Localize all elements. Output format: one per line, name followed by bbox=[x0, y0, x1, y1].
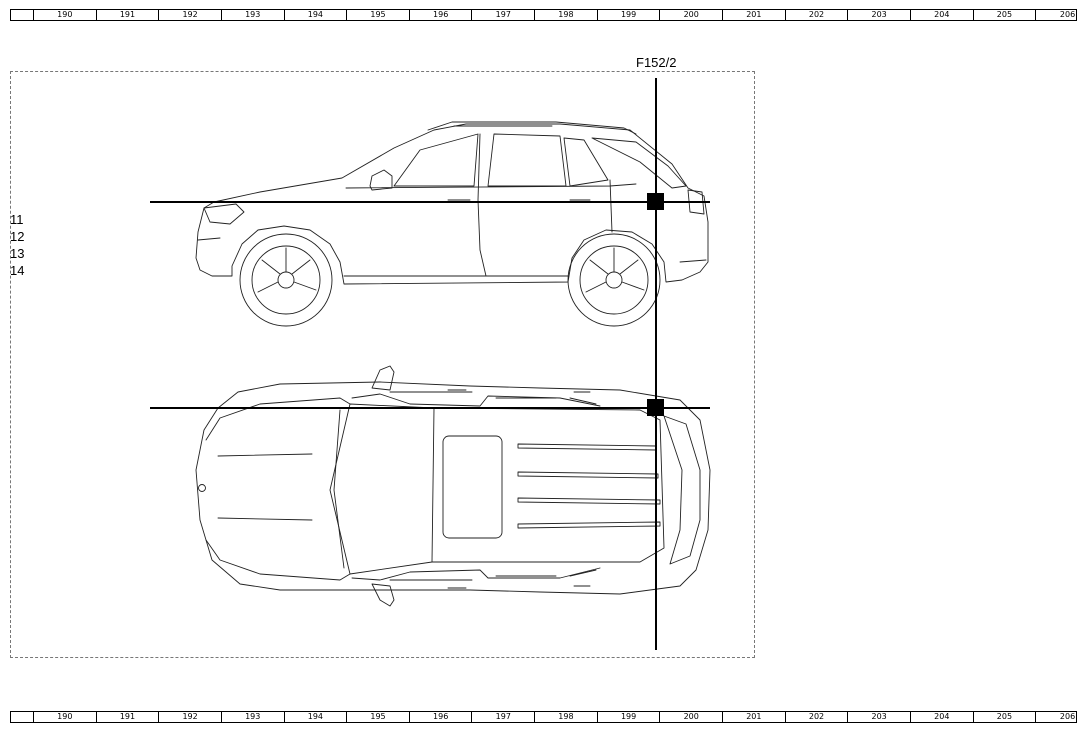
ruler-cell: 204 bbox=[911, 712, 974, 722]
legend-number: 13 bbox=[10, 246, 25, 261]
ruler-cell: 203 bbox=[848, 10, 911, 20]
ruler-cell: 197 bbox=[472, 10, 536, 20]
diagram-frame bbox=[10, 71, 755, 658]
ruler-cell: 195 bbox=[347, 712, 410, 722]
ruler-cell: 196 bbox=[410, 10, 473, 20]
ruler-lead-cell bbox=[11, 712, 34, 722]
ruler-cell: 199 bbox=[598, 712, 661, 722]
ruler-cell: 193 bbox=[222, 10, 285, 20]
component-label[interactable]: F152/2 bbox=[636, 55, 677, 70]
ruler-cell: 198 bbox=[535, 712, 598, 722]
ruler-cell: 200 bbox=[660, 712, 724, 722]
legend-number: 14 bbox=[10, 263, 25, 278]
ruler-cell: 197 bbox=[472, 712, 536, 722]
ruler-cell: 205 bbox=[974, 712, 1037, 722]
ruler-cell: 193 bbox=[222, 712, 285, 722]
ruler-cell: 198 bbox=[535, 10, 598, 20]
ruler-lead-cell bbox=[11, 10, 34, 20]
legend-numbers: 11 12 13 14 bbox=[10, 211, 24, 279]
bottom-grid-ruler: 190 191 192 193 194 195 196 197 198 199 … bbox=[10, 711, 1077, 723]
ruler-cell: 201 bbox=[723, 10, 786, 20]
legend-number: 11 bbox=[10, 212, 24, 227]
ruler-cell: 204 bbox=[911, 10, 974, 20]
ruler-cell: 201 bbox=[723, 712, 786, 722]
ruler-cell: 192 bbox=[159, 10, 222, 20]
vehicle-side-view bbox=[195, 121, 709, 327]
top-grid-ruler: 190 191 192 193 194 195 196 197 198 199 … bbox=[10, 9, 1077, 21]
ruler-cell: 194 bbox=[285, 712, 348, 722]
ruler-cell: 203 bbox=[848, 712, 911, 722]
ruler-cell: 191 bbox=[97, 10, 160, 20]
ruler-cell: 195 bbox=[347, 10, 410, 20]
ruler-cell: 191 bbox=[97, 712, 160, 722]
ruler-cell: 192 bbox=[159, 712, 222, 722]
vehicle-top-view bbox=[195, 365, 711, 607]
ruler-cell: 190 bbox=[34, 10, 97, 20]
ruler-cell: 200 bbox=[660, 10, 724, 20]
component-marker-top[interactable] bbox=[647, 399, 664, 416]
component-marker-side[interactable] bbox=[647, 193, 664, 210]
ruler-cell: 199 bbox=[598, 10, 661, 20]
ruler-cell: 202 bbox=[786, 10, 849, 20]
ruler-cell: 205 bbox=[974, 10, 1037, 20]
ruler-cell: 202 bbox=[786, 712, 849, 722]
locator-lines bbox=[150, 78, 710, 650]
ruler-cell: 206 bbox=[1059, 712, 1076, 721]
ruler-cell: 206 bbox=[1059, 10, 1076, 19]
ruler-cell: 194 bbox=[285, 10, 348, 20]
ruler-cell: 190 bbox=[34, 712, 97, 722]
ruler-cell: 196 bbox=[410, 712, 473, 722]
legend-number: 12 bbox=[10, 229, 25, 244]
